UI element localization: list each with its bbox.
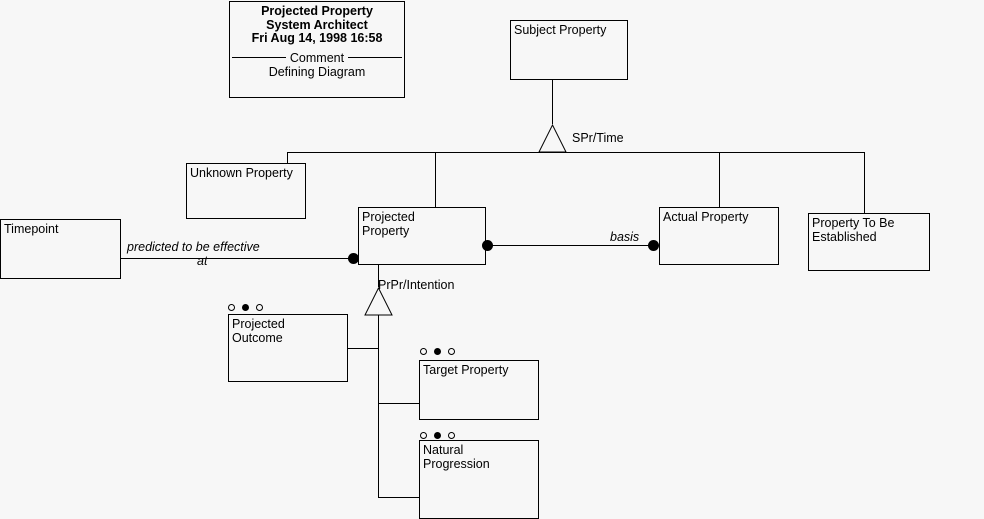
circle-outline-icon [420,432,427,439]
edge-spine-to-target-property [378,403,420,404]
edge-projected-to-actual-property [487,245,653,246]
circle-outline-icon [448,348,455,355]
title-block-divider: Comment [230,49,404,66]
generalization-spine-prpr [378,315,379,497]
label-spr-time: SPr/Time [572,131,624,145]
aggregation-dot-projected-property-right [482,240,493,251]
node-projected-outcome[interactable]: Projected Outcome [228,314,348,382]
title-block-line2: System Architect [266,17,368,32]
node-timepoint[interactable]: Timepoint [0,219,121,279]
circle-filled-icon [242,304,249,311]
node-projected-property[interactable]: Projected Property [358,207,486,265]
edge-subject-to-triangle [552,80,553,124]
markers-target-property [420,348,455,355]
edge-bus-to-unknown-property [287,152,288,164]
label-predicted-line2: at [197,254,208,268]
title-block-line1: Projected Property [261,4,373,18]
circle-outline-icon [448,432,455,439]
aggregation-dot-actual-property-left [648,240,659,251]
node-natural-progression[interactable]: Natural Progression [419,440,539,519]
edge-bus-to-property-to-be-established [864,152,865,213]
node-property-to-be-established[interactable]: Property To Be Established [808,213,930,271]
node-subject-property[interactable]: Subject Property [510,20,628,80]
node-actual-property[interactable]: Actual Property [659,207,779,265]
node-target-property[interactable]: Target Property [419,360,539,420]
edge-spine-to-projected-outcome [348,348,379,349]
circle-filled-icon [434,348,441,355]
title-block-line3: Fri Aug 14, 1998 16:58 [251,31,383,45]
generalization-triangle-prpr [364,287,393,316]
edge-projected-property-to-triangle [378,265,379,287]
edge-spine-to-natural-progression [378,497,420,498]
circle-outline-icon [228,304,235,311]
label-predicted-line1: predicted to be effective [127,240,260,254]
generalization-triangle-spr [538,124,567,153]
title-block-legend: Comment [285,50,349,66]
title-block-body: Defining Diagram [268,64,366,79]
edge-timepoint-to-projected-property [121,258,359,259]
circle-filled-icon [434,432,441,439]
node-unknown-property[interactable]: Unknown Property [186,163,306,219]
markers-natural-progression [420,432,455,439]
edge-bus-to-projected-property [435,152,436,207]
label-basis: basis [610,230,640,244]
circle-outline-icon [420,348,427,355]
label-prpr-intention: PrPr/Intention [378,278,455,292]
markers-projected-outcome [228,304,263,311]
aggregation-dot-projected-property-left [348,253,359,264]
circle-outline-icon [256,304,263,311]
generalization-bus-spr [287,152,865,153]
edge-bus-to-actual-property [719,152,720,207]
title-block: Projected Property System Architect Fri … [229,1,405,98]
